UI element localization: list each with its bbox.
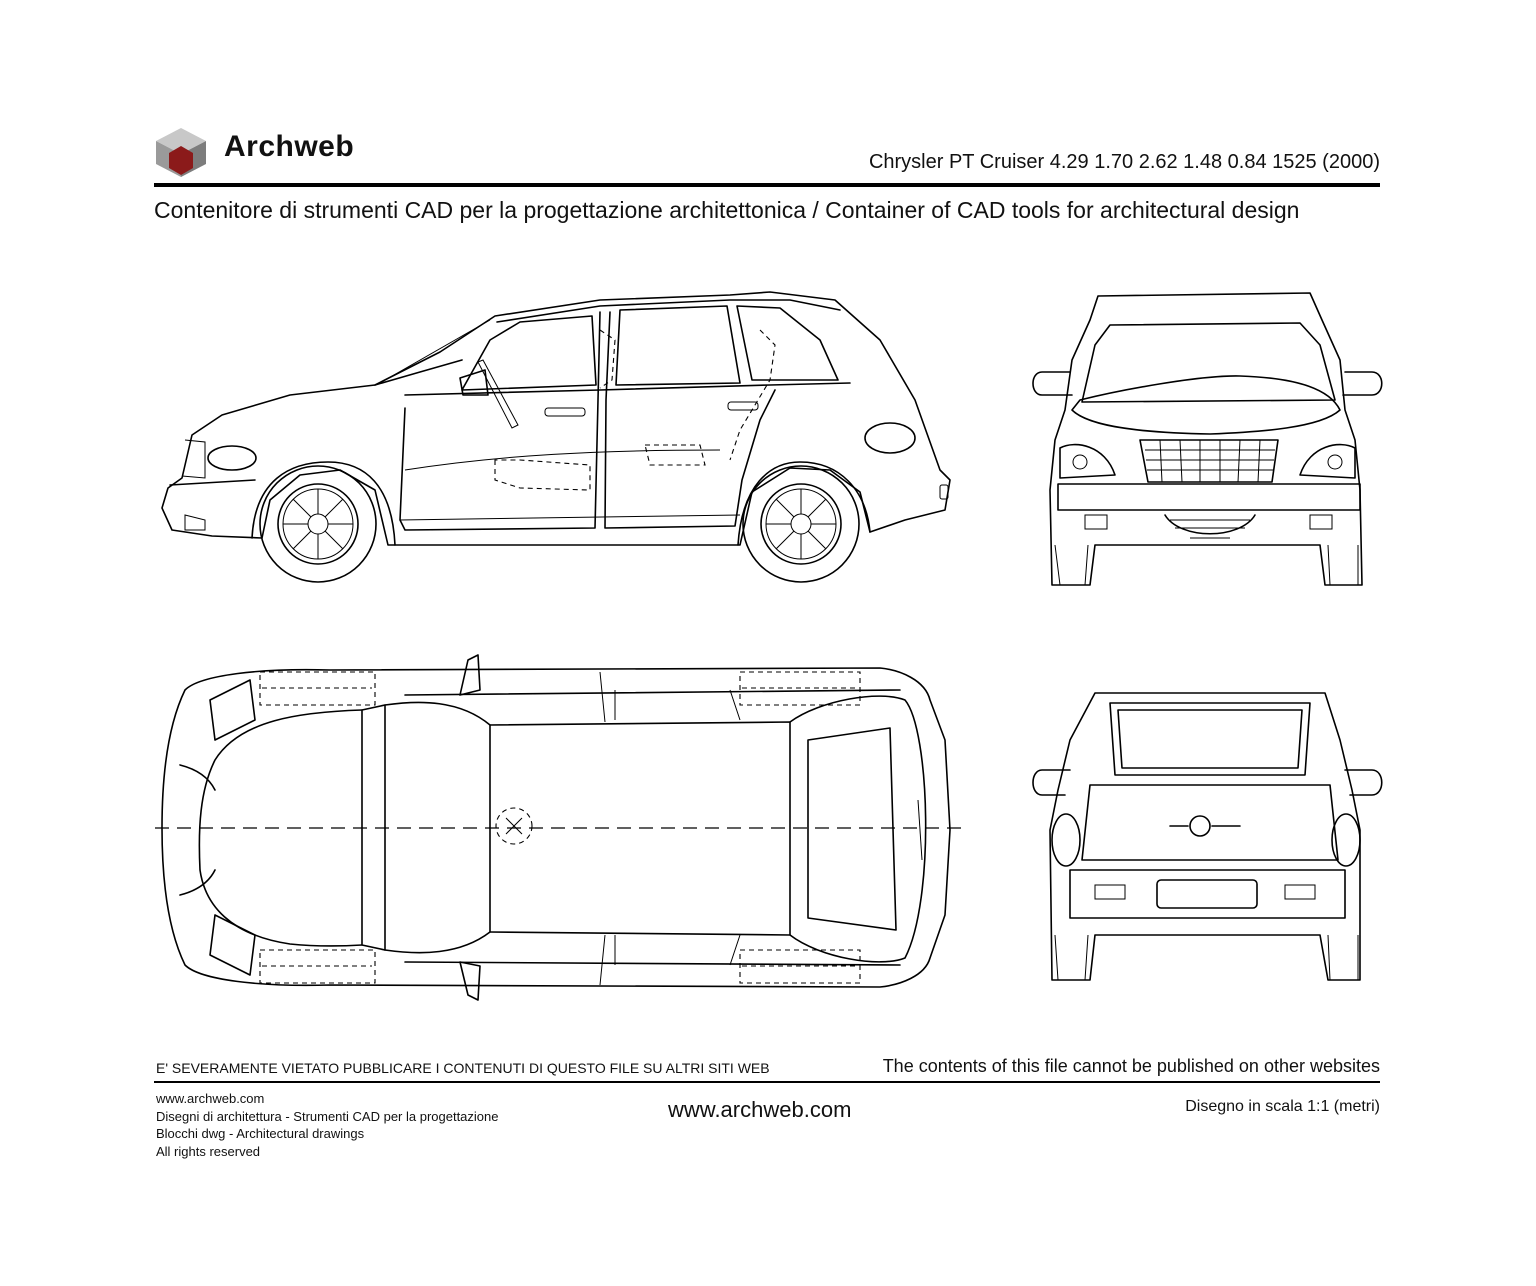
top-view [155, 654, 965, 1001]
scale-note: Disegno in scala 1:1 (metri) [1185, 1098, 1380, 1115]
side-rear-wheel [742, 465, 860, 583]
tagline: Contenitore di strumenti CAD per la prog… [154, 197, 1300, 223]
footer-line: Blocchi dwg - Architectural drawings [156, 1126, 365, 1141]
front-view [1032, 292, 1383, 586]
rear-view [1032, 692, 1383, 981]
footer-line: Disegni di architettura - Strumenti CAD … [156, 1108, 499, 1124]
footer-divider [154, 1081, 1380, 1083]
side-front-wheel [259, 465, 377, 583]
notice-italian: E' SEVERAMENTE VIETATO PUBBLICARE I CONT… [156, 1060, 770, 1076]
footer-line: All rights reserved [156, 1143, 261, 1159]
side-view [161, 291, 951, 583]
notice-english: The contents of this file cannot be publ… [882, 1056, 1380, 1076]
brand-name: Archweb [224, 130, 355, 163]
footer-url: www.archweb.com [668, 1097, 852, 1122]
header-divider [154, 183, 1380, 187]
model-spec-title: Chrysler PT Cruiser 4.29 1.70 2.62 1.48 … [868, 151, 1380, 173]
footer-line: www.archweb.com [156, 1091, 265, 1106]
footer-credits: www.archweb.com Disegni di architettura … [156, 1090, 499, 1160]
